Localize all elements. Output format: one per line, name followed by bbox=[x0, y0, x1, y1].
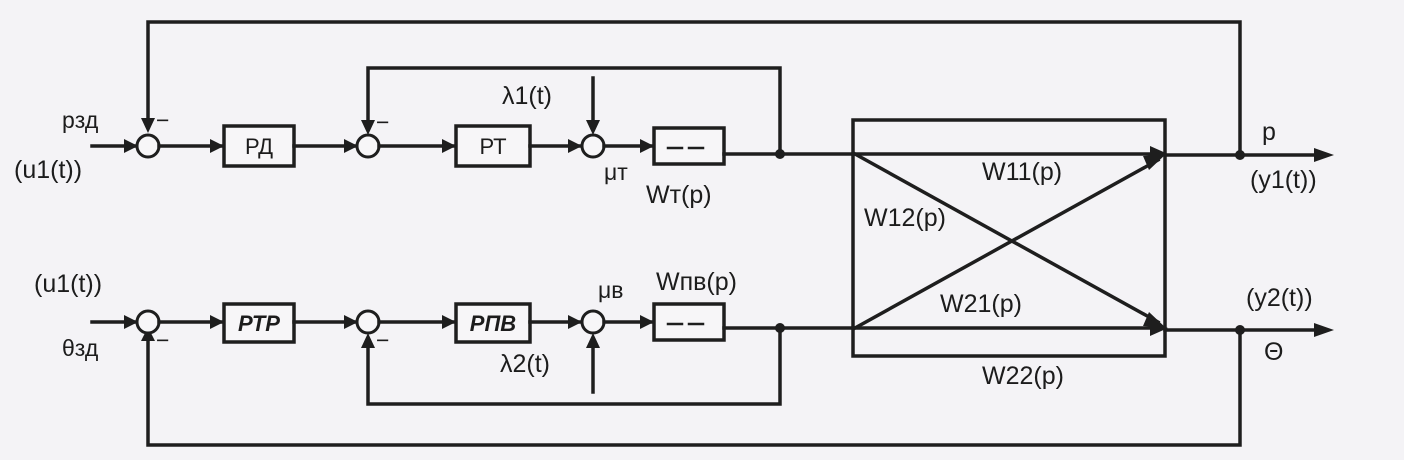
arrowhead-s2-rt bbox=[442, 139, 456, 153]
block-rd bbox=[222, 124, 296, 168]
arrowhead-inner-feedback-top bbox=[361, 120, 375, 135]
label-w11: W11(p) bbox=[982, 158, 1062, 186]
summing-junction-3 bbox=[580, 133, 606, 159]
label-lambda1: λ1(t) bbox=[502, 82, 552, 110]
block-rtr bbox=[222, 302, 296, 344]
label-y2: (y2(t)) bbox=[1246, 284, 1313, 312]
outer-feedback-bottom bbox=[146, 328, 1242, 447]
minus-sign-s2: − bbox=[376, 109, 389, 135]
block-rt-label: РТ bbox=[479, 134, 506, 159]
arrowhead-inner-feedback-bottom bbox=[361, 333, 375, 348]
label-mu-v: μв bbox=[598, 277, 623, 303]
arrowhead-s6-wpv bbox=[640, 315, 654, 329]
block-rd-label: РД bbox=[245, 134, 273, 159]
summing-junction-6 bbox=[580, 309, 606, 335]
label-lambda2: λ2(t) bbox=[500, 350, 550, 378]
minus-sign-s5: − bbox=[376, 327, 389, 353]
label-theta-zd: θзд bbox=[62, 335, 99, 361]
label-u1-top: (u1(t)) bbox=[14, 156, 82, 184]
arrowhead-w22 bbox=[1150, 320, 1168, 336]
label-p-out: p bbox=[1262, 118, 1276, 146]
label-w-pv: Wпв(p) bbox=[656, 268, 737, 296]
branch-point-top-inner bbox=[775, 149, 785, 159]
block-wpv bbox=[652, 302, 726, 342]
channel-w21 bbox=[852, 157, 1161, 331]
label-w12: W12(p) bbox=[864, 204, 946, 232]
label-theta-out: Θ bbox=[1264, 338, 1283, 366]
label-mu-t: μт bbox=[604, 159, 628, 185]
arrowhead-rt-s3 bbox=[568, 139, 582, 153]
label-u1-bottom: (u1(t)) bbox=[34, 270, 102, 298]
summing-junction-2 bbox=[355, 133, 381, 159]
arrowhead-output-bottom bbox=[1314, 323, 1334, 337]
minus-sign-s4: − bbox=[156, 327, 169, 353]
arrowhead-w21 bbox=[1143, 154, 1166, 170]
branch-point-bottom-inner bbox=[775, 323, 785, 333]
arrowhead-outer-feedback-top bbox=[141, 118, 155, 133]
branch-point-output-bottom bbox=[1235, 325, 1245, 335]
branch-point-output-top bbox=[1235, 150, 1245, 160]
arrowhead-rtr-s5 bbox=[344, 315, 358, 329]
block-rpv-label: РПВ bbox=[470, 311, 516, 336]
label-w21: W21(p) bbox=[940, 290, 1022, 318]
outer-feedback-top bbox=[146, 20, 1242, 157]
label-p-zd: pзд bbox=[62, 107, 99, 133]
arrowhead-disturbance-bottom bbox=[586, 333, 600, 348]
inner-feedback-bottom bbox=[366, 328, 782, 406]
channel-w12 bbox=[852, 151, 1161, 325]
label-w22: W22(p) bbox=[982, 362, 1064, 390]
arrowhead-disturbance-top bbox=[586, 120, 600, 135]
minus-sign-s1: − bbox=[156, 107, 169, 133]
block-rtr-label: РТР bbox=[238, 311, 280, 336]
arrowhead-input-bottom bbox=[124, 315, 138, 329]
label-w-t: Wт(p) bbox=[646, 181, 712, 209]
arrowhead-rd-s2 bbox=[344, 139, 358, 153]
block-wt bbox=[652, 126, 726, 166]
inner-feedback-top bbox=[366, 66, 782, 156]
arrowhead-s4-rtr bbox=[210, 315, 224, 329]
arrowhead-w12 bbox=[1143, 312, 1166, 328]
plant-block bbox=[851, 118, 1167, 358]
label-y1: (y1(t)) bbox=[1250, 166, 1317, 194]
block-rt bbox=[454, 124, 532, 168]
arrowhead-s3-wt bbox=[640, 139, 654, 153]
arrowhead-rpv-s6 bbox=[568, 315, 582, 329]
arrowhead-input-top bbox=[124, 139, 138, 153]
arrowhead-output-top bbox=[1314, 148, 1334, 162]
summing-junction-1 bbox=[135, 133, 161, 159]
arrowhead-s1-rd bbox=[210, 139, 224, 153]
arrowhead-s5-rpv bbox=[442, 315, 456, 329]
